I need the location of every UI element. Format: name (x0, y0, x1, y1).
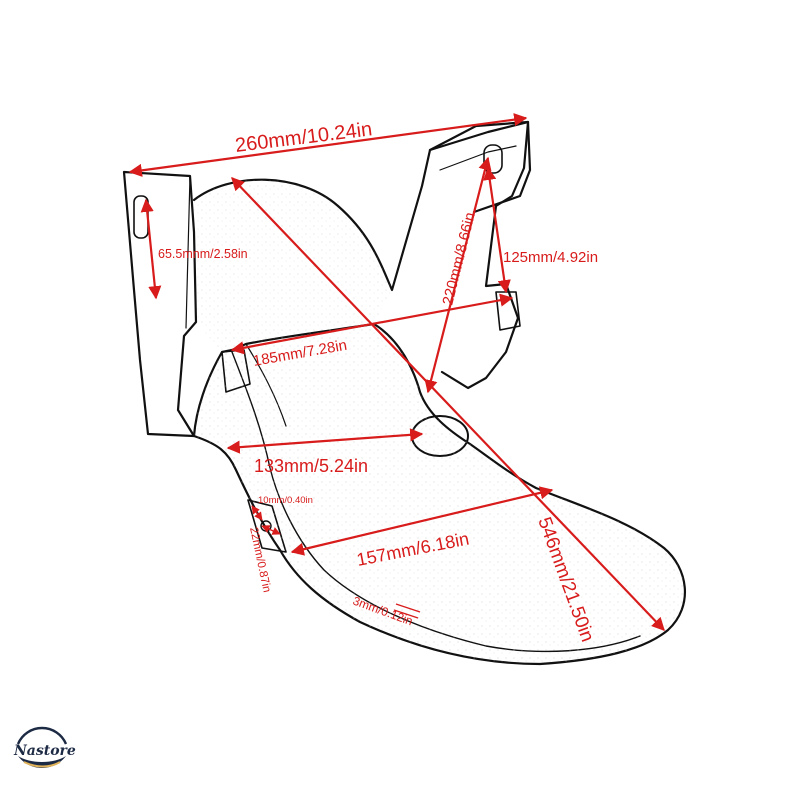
dim-line-thickness (395, 603, 421, 613)
label-right-slot: 125mm/4.92in (503, 249, 598, 266)
dim-line-right-slot (483, 166, 511, 294)
label-mid-span: 133mm/5.24in (254, 456, 368, 476)
globe-wave-logo: Nastore (13, 726, 76, 768)
label-tab-width: 22mm/0.87in (247, 526, 273, 594)
dim-line-tab-width (261, 525, 281, 535)
brand-logo-text: Nastore (13, 743, 76, 759)
label-overall-width: 260mm/10.24in (234, 118, 374, 157)
dim-line-overall-length (231, 177, 665, 631)
guard-texture (194, 324, 685, 664)
label-right-height: 220mm/8.66in (439, 211, 478, 307)
label-left-slot: 65.5mnm/2.58in (158, 247, 248, 261)
label-small-gap: 10mm/0.40in (258, 495, 313, 506)
left-bracket (122, 170, 198, 438)
dim-line-small-gap (251, 505, 263, 521)
dim-line-left-slot (140, 198, 162, 300)
dimension-lines (128, 113, 665, 631)
dim-line-overall-width (128, 113, 528, 177)
